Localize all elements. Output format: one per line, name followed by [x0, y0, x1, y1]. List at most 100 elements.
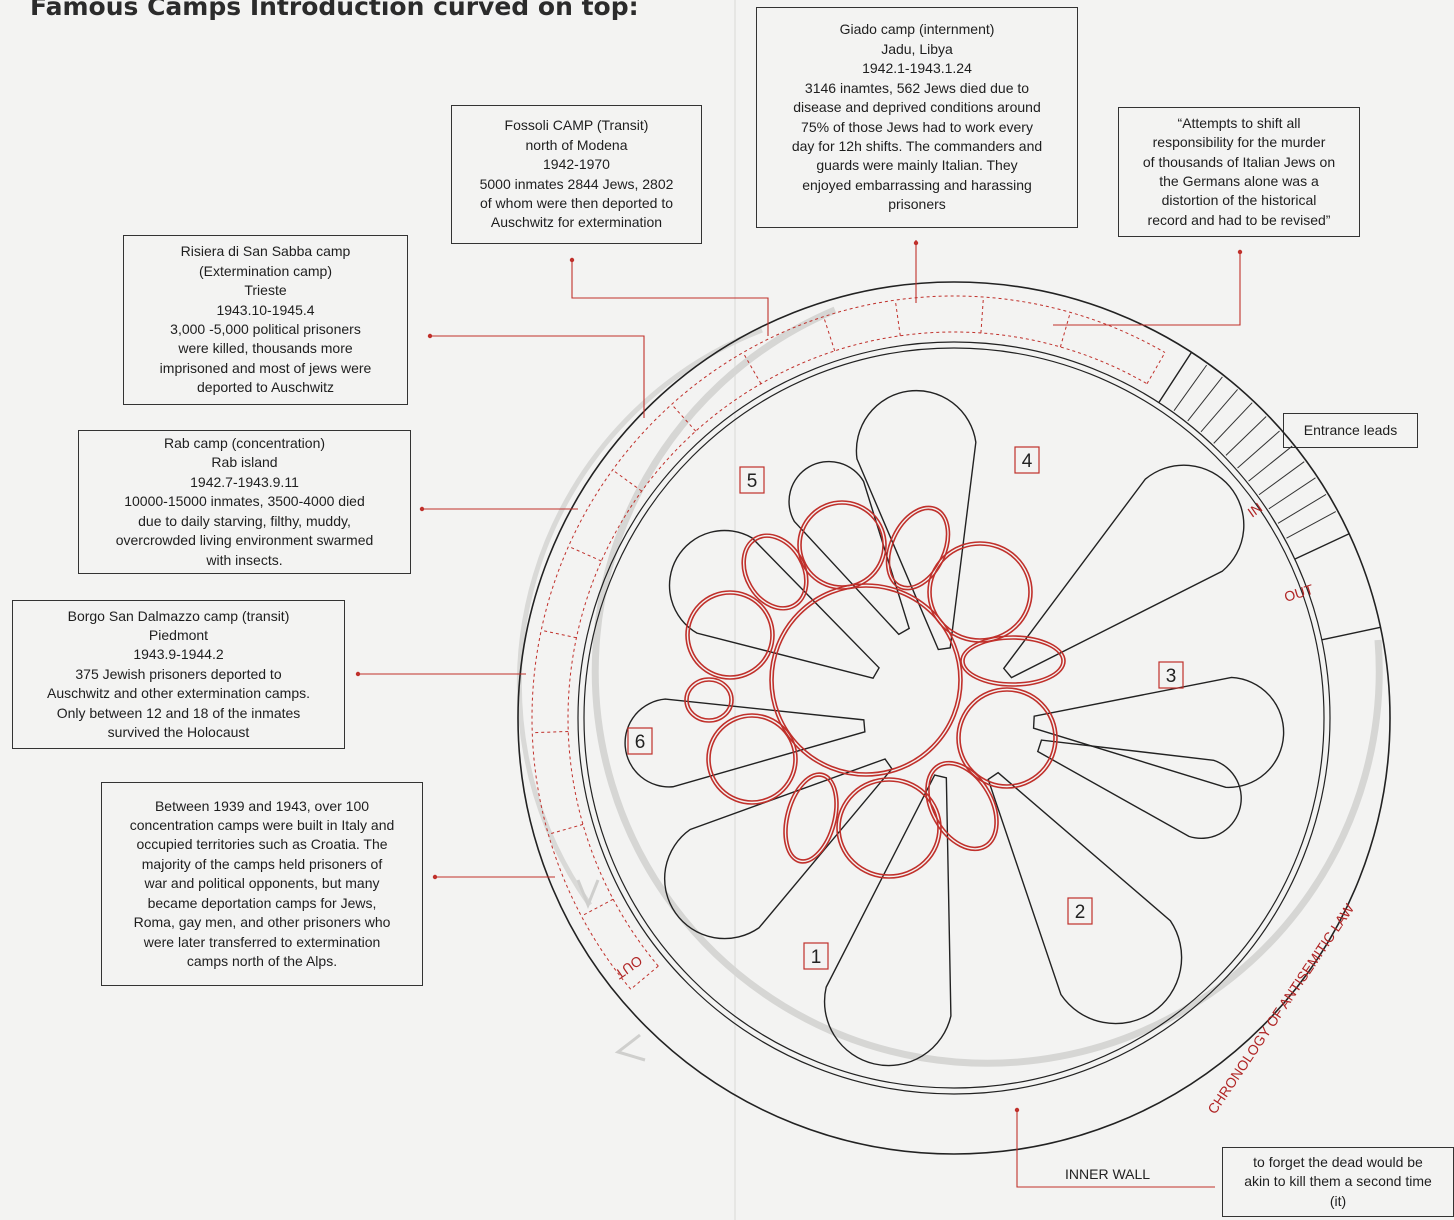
zone-label-6: 6 — [627, 727, 653, 755]
forget-line: (it) — [1329, 1192, 1347, 1209]
risiera-line: 1943.10-1945.4 — [216, 301, 315, 318]
zone-label-4: 4 — [1014, 446, 1040, 474]
dashed-divider — [823, 316, 836, 352]
fossoli-line: 1942-1970 — [543, 156, 610, 173]
leader-dot — [913, 240, 919, 246]
quote-line: “Attempts to shift all — [1177, 114, 1301, 131]
cell-circle-inner — [963, 638, 1063, 684]
giado-line: day for 12h shifts. The commanders and — [791, 137, 1043, 154]
leader-line — [1016, 1110, 1215, 1188]
hatch-line — [1187, 376, 1223, 422]
quote-line: the Germans alone was a — [1159, 173, 1319, 189]
borgo-camp-box: Borgo San Dalmazzo camp (transit)Piedmon… — [12, 600, 345, 749]
giado-camp-box: Giado camp (internment) Jadu, Libya 1942.1… — [756, 7, 1078, 228]
rab-line: with insects. — [206, 551, 283, 568]
cell-circle-inner — [928, 763, 996, 849]
cell-circle — [684, 677, 734, 723]
giado-line: disease and deprived conditions around — [793, 99, 1041, 116]
leader-dot — [1014, 1107, 1020, 1113]
zone-petal — [1032, 676, 1285, 789]
zone-label-5: 5 — [739, 466, 765, 494]
dashed-divider — [532, 730, 569, 734]
cell-circle — [741, 533, 809, 611]
zone-petal — [669, 529, 880, 680]
cell-circles — [684, 500, 1066, 879]
zone-number: 4 — [1022, 451, 1033, 472]
cell-circle — [925, 760, 999, 852]
giado-line: guards were mainly Italian. They — [816, 157, 1018, 174]
cell-circle — [927, 541, 1033, 643]
quote-line: distortion of the historical — [1161, 192, 1317, 209]
risiera-line: imprisoned and most of jews were — [159, 359, 372, 376]
cell-circle — [685, 590, 775, 680]
leader-dot — [1237, 249, 1243, 255]
intro-line: Between 1939 and 1943, over 100 — [154, 797, 370, 814]
dashed-divider — [894, 300, 901, 336]
giado-line: prisoners — [888, 196, 946, 213]
cell-circle-inner — [930, 544, 1030, 640]
cell-circle — [956, 687, 1058, 789]
dashed-divider — [742, 352, 762, 384]
cell-circle-inner — [688, 593, 772, 677]
hatch-line — [1277, 494, 1327, 524]
zone-petal — [987, 771, 1183, 1024]
intro-line: Roma, gay men, and other prisoners who — [133, 914, 391, 931]
dashed-divider — [568, 545, 602, 562]
hatch-line — [1268, 477, 1316, 510]
giado-line: 1942.1-1943.1.24 — [862, 60, 972, 77]
dashed-divider — [541, 629, 577, 639]
hatch-line — [1237, 430, 1280, 469]
dashed-divider — [630, 965, 659, 990]
giado-line: Jadu, Libya — [881, 40, 953, 57]
cell-circle-inner — [709, 716, 795, 802]
rab-line: overcrowded living environment swarmed — [115, 532, 374, 549]
hatch-line — [1248, 445, 1293, 482]
zone-number-box — [739, 466, 765, 494]
risiera-line: (Extermination camp) — [198, 262, 333, 279]
risiera-line: were killed, thousands more — [178, 340, 353, 357]
cell-circle — [836, 777, 942, 879]
outer-rings — [517, 281, 1391, 1155]
zone-petals — [624, 390, 1285, 1067]
quote-line: responsibility for the murder — [1152, 134, 1326, 151]
wall-divider — [1294, 533, 1350, 560]
zone-number-box — [627, 727, 653, 755]
forget-line: to forget the dead would be — [1253, 1153, 1423, 1170]
rab-line: 1942.7-1943.9.11 — [190, 473, 299, 490]
dashed-divider — [612, 469, 643, 492]
dashed-ring-outer — [531, 295, 1166, 990]
intro-line: majority of the camps held prisoners of — [141, 855, 383, 872]
zone-number: 3 — [1166, 666, 1177, 687]
zone-petal — [855, 390, 977, 651]
fossoli-line: 5000 inmates 2844 Jews, 2802 — [479, 175, 674, 192]
giado-line: enjoyed embarrassing and harassing — [802, 176, 1032, 193]
central-cell-inner — [772, 586, 960, 774]
cell-circle-inner — [687, 680, 731, 720]
zone-label-2: 2 — [1067, 897, 1093, 925]
hatch-line — [1200, 389, 1238, 433]
entrance-line: Entrance leads — [1303, 421, 1398, 438]
zone-petal — [663, 758, 893, 940]
intro-line: camps north of the Alps. — [186, 952, 338, 969]
risiera-line: deported to Auschwitz — [197, 379, 334, 396]
risiera-line: Trieste — [244, 282, 287, 299]
borgo-line: 375 Jewish prisoners deported to — [75, 665, 282, 682]
giado-line: 3146 inamtes, 562 Jews died due to — [804, 79, 1030, 96]
borgo-line: Piedmont — [148, 626, 209, 643]
cell-circle-inner — [959, 690, 1055, 786]
wall-divider — [1321, 626, 1381, 641]
page-title: Famous Camps Introduction curved on top: — [30, 0, 639, 21]
risiera-line: Risiera di San Sabba camp — [180, 243, 351, 260]
borgo-line: survived the Holocaust — [107, 724, 250, 741]
cell-circle — [706, 713, 798, 805]
circulation-arrow — [516, 306, 1383, 1067]
borgo-line: Auschwitz and other extermination camps. — [46, 685, 310, 702]
cell-circle-inner — [800, 503, 884, 587]
dashed-divider — [581, 898, 614, 917]
dashed-divider — [548, 823, 584, 835]
intro-line: were later transferred to extermination — [143, 933, 381, 950]
giado-line: Giado camp (internment) — [839, 21, 995, 38]
borgo-line: Only between 12 and 18 of the inmates — [56, 704, 301, 721]
zone-petal — [1002, 464, 1245, 679]
